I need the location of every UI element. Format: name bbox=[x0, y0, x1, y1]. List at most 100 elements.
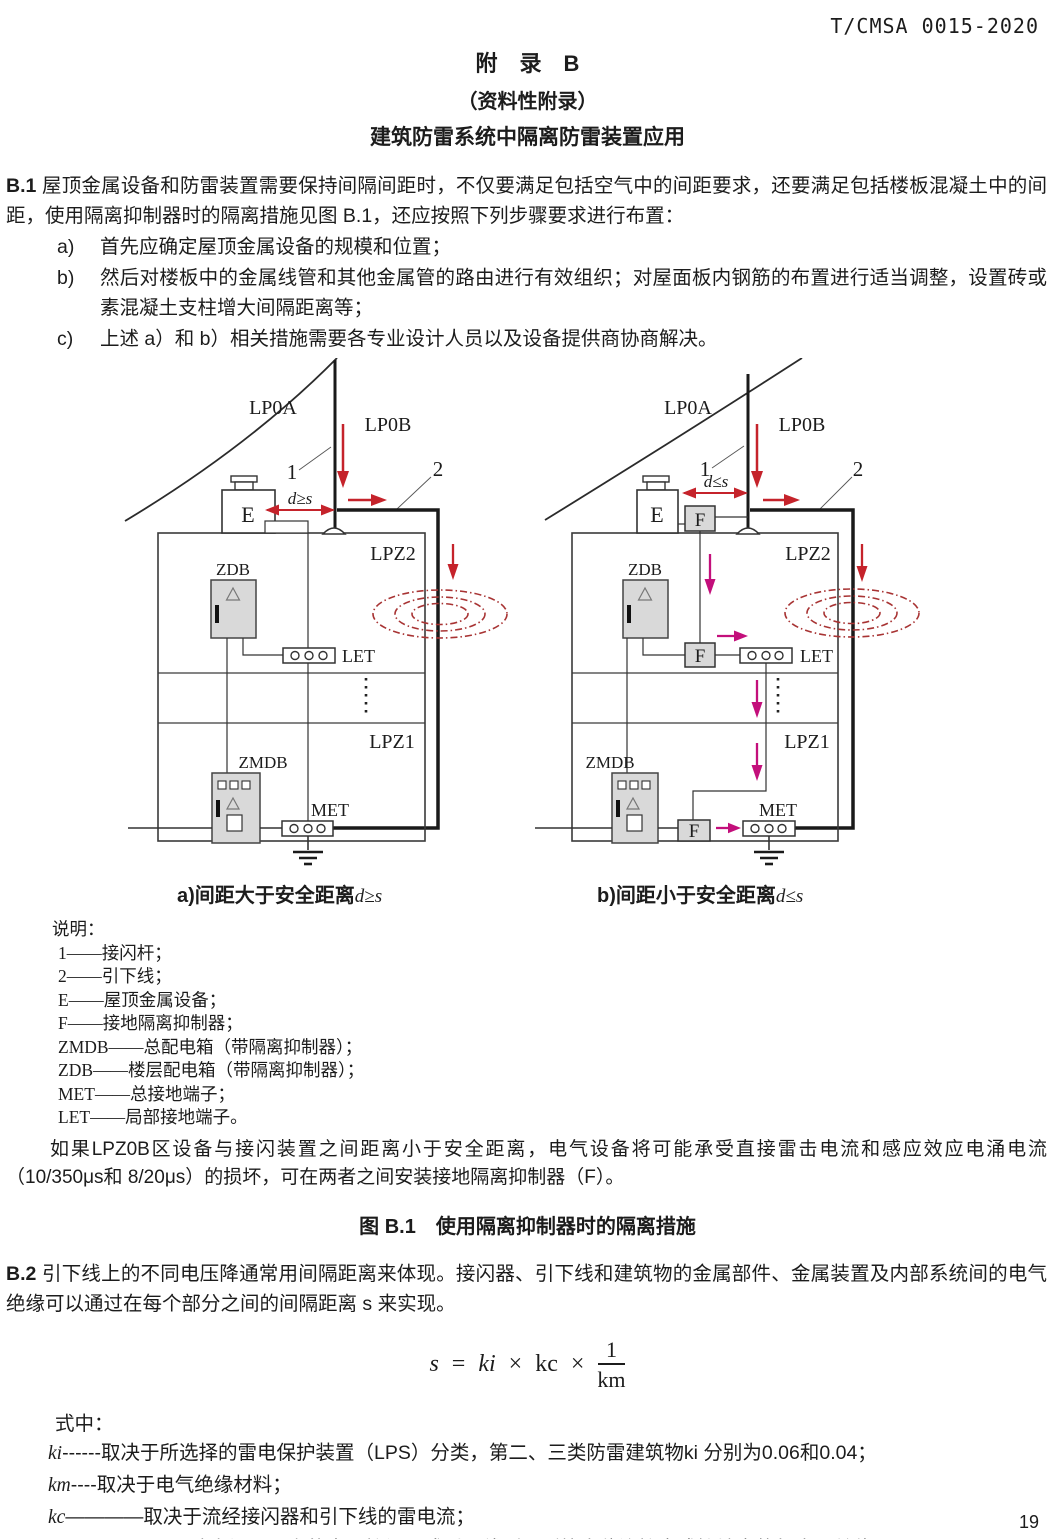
down-conductor bbox=[333, 508, 440, 830]
label-lp0a: LP0A bbox=[249, 397, 297, 419]
legend-item: 1——接闪杆； bbox=[58, 942, 172, 963]
step-c-text: 上述 a）和 b）相关措施需要各专业设计人员以及设备提供商协商解决。 bbox=[100, 328, 718, 350]
let-terminal bbox=[739, 647, 793, 664]
where-dashes: ---- bbox=[70, 1473, 97, 1496]
legend-item: LET——局部接地端子。 bbox=[58, 1107, 248, 1127]
met-terminal bbox=[742, 820, 796, 837]
formula-equals: = bbox=[451, 1351, 466, 1377]
label-lp0b: LP0B bbox=[779, 414, 826, 436]
paragraph-b1: B.1 屋顶金属设备和防雷装置需要保持间隔间距时，不仅要满足包括空气中的间距要求… bbox=[6, 171, 1047, 231]
f-suppressor-floor bbox=[684, 642, 716, 668]
where-text: 从选定间隔距离的点沿接闪器或引下线到最近等电位连接点或接地点的长度，单位：m。 bbox=[170, 1538, 927, 1539]
label-let: LET bbox=[800, 646, 833, 666]
formula-kc: kc bbox=[535, 1351, 558, 1377]
label-distance: d≥s bbox=[288, 489, 313, 508]
f-suppressor-roof bbox=[684, 505, 716, 532]
induced-field-ellipses bbox=[372, 589, 508, 639]
ground-symbol bbox=[293, 850, 323, 866]
where-dashes: ------ bbox=[62, 1441, 102, 1464]
legend-item: MET——总接地端子； bbox=[58, 1083, 235, 1104]
roof-equipment-e bbox=[636, 475, 679, 534]
where-var: km bbox=[48, 1474, 71, 1496]
label-ref1: 1 bbox=[287, 460, 298, 484]
caption-a-text: 间距大于安全距离 bbox=[194, 885, 355, 907]
legend-item: ZMDB——总配电箱（带隔离抑制器）； bbox=[58, 1036, 363, 1057]
legend-item: F——接地隔离抑制器； bbox=[58, 1013, 243, 1033]
doc-number: T/CMSA 0015-2020 bbox=[830, 14, 1039, 38]
appendix-title: 附 录 B bbox=[475, 51, 580, 76]
step-c: c) 上述 a）和 b）相关措施需要各专业设计人员以及设备提供商协商解决。 bbox=[0, 324, 1047, 354]
lpz-boundary-curve bbox=[124, 358, 338, 522]
f-suppressor-ground bbox=[677, 819, 711, 842]
leader-line-1 bbox=[298, 446, 332, 471]
b1-text: 屋顶金属设备和防雷装置需要保持间隔间距时，不仅要满足包括空气中的间距要求，还要满… bbox=[6, 175, 1047, 227]
label-lp0a: LP0A bbox=[664, 397, 712, 419]
legend-item: 2——引下线； bbox=[58, 966, 172, 986]
caption-b-math: d≤s bbox=[775, 886, 804, 907]
legend: 说明： 1——接闪杆； 2——引下线； E——屋顶金属设备； F——接地隔离抑制… bbox=[52, 918, 1055, 1130]
lightning-current-arrows bbox=[265, 424, 459, 580]
caption-b-text: 间距小于安全距离 bbox=[615, 885, 776, 907]
where-text: 取决于所选择的雷电保护装置（LPS）分类，第二、三类防雷建筑物ki 分别为0.0… bbox=[101, 1441, 877, 1464]
step-a-label: a) bbox=[57, 236, 75, 258]
figure-note: 如果LPZ0B区设备与接闪装置之间距离小于安全距离，电气设备将可能承受直接雷击电… bbox=[6, 1138, 1047, 1188]
label-lpz2: LPZ2 bbox=[785, 543, 831, 565]
diagram-a-caption: a)间距大于安全距离d≥s bbox=[177, 879, 382, 908]
down-conductor bbox=[750, 508, 855, 830]
where-dashes: ———— bbox=[65, 1505, 144, 1528]
formula-ki: ki bbox=[478, 1351, 496, 1377]
where-dashes: —————— bbox=[53, 1538, 170, 1539]
label-zmdb: ZMDB bbox=[585, 753, 634, 772]
warning-triangle-icon bbox=[637, 586, 653, 601]
page-number: 19 bbox=[1018, 1512, 1039, 1532]
appendix-heading: 建筑防雷系统中隔离防雷装置应用 bbox=[370, 126, 685, 149]
formula-separation-distance: s = ki × kc × 1 km bbox=[0, 1331, 1055, 1399]
leader-line-1 bbox=[711, 445, 745, 469]
met-terminal bbox=[281, 820, 334, 837]
step-b-text: 然后对楼板中的金属线管和其他金属管的路由进行有效组织；对屋面板内钢筋的布置进行适… bbox=[100, 267, 1047, 319]
label-e: E bbox=[241, 502, 254, 527]
label-lpz1: LPZ1 bbox=[369, 731, 415, 753]
label-f-roof: F bbox=[695, 510, 706, 531]
label-f-floor: F bbox=[695, 646, 706, 667]
step-a: a) 首先应确定屋顶金属设备的规模和位置； bbox=[0, 232, 1047, 262]
let-to-f-line bbox=[692, 663, 767, 820]
step-b-label: b) bbox=[57, 267, 75, 289]
formula-s: s bbox=[429, 1351, 439, 1377]
label-lpz2: LPZ2 bbox=[370, 543, 416, 565]
suppressed-current-arrows bbox=[704, 554, 763, 834]
zdb-handle bbox=[627, 605, 631, 623]
formula-numerator: 1 bbox=[597, 1337, 625, 1365]
where-item-l: l——————从选定间隔距离的点沿接闪器或引下线到最近等电位连接点或接地点的长度… bbox=[48, 1535, 1047, 1539]
where-text: 取决于流经接闪器和引下线的雷电流； bbox=[143, 1505, 475, 1528]
caption-a-math: d≥s bbox=[354, 886, 383, 907]
zmdb-box bbox=[211, 772, 261, 844]
diagram-a: LP0A LP0B 1 2 d≥s E LPZ2 ZDB LET LPZ1 ZM… bbox=[124, 358, 508, 866]
where-item-ki: ki------取决于所选择的雷电保护装置（LPS）分类，第二、三类防雷建筑物k… bbox=[48, 1439, 1047, 1468]
roof-insulator bbox=[321, 527, 347, 535]
caption-b-prefix: b) bbox=[597, 885, 616, 907]
figure-caption: 图 B.1 使用隔离抑制器时的隔离措施 bbox=[359, 1215, 696, 1238]
label-ref2: 2 bbox=[433, 457, 444, 481]
building-outline bbox=[157, 532, 426, 842]
zmdb-handle bbox=[216, 800, 220, 817]
label-distance: d≤s bbox=[704, 472, 729, 491]
label-lpz1: LPZ1 bbox=[784, 731, 830, 753]
zdb-box bbox=[210, 579, 257, 639]
step-c-label: c) bbox=[57, 328, 74, 350]
formula-denominator: km bbox=[597, 1367, 626, 1392]
zmdb-box bbox=[611, 772, 659, 844]
roof-equipment-e bbox=[221, 475, 309, 534]
warning-triangle-icon bbox=[225, 796, 241, 810]
leader-line-2 bbox=[396, 476, 432, 510]
figure-b1: LP0A LP0B 1 2 d≥s E LPZ2 ZDB LET LPZ1 ZM… bbox=[0, 358, 1055, 916]
step-a-text: 首先应确定屋顶金属设备的规模和位置； bbox=[100, 236, 452, 258]
formula-fraction: 1 km bbox=[597, 1337, 625, 1393]
label-ref1: 1 bbox=[700, 457, 711, 481]
label-met: MET bbox=[759, 800, 797, 820]
b2-text: 引下线上的不同电压降通常用间隔距离来体现。接闪器、引下线和建筑物的金属部件、金属… bbox=[6, 1262, 1047, 1315]
caption-a-prefix: a) bbox=[177, 885, 195, 907]
legend-item: ZDB——楼层配电箱（带隔离抑制器）； bbox=[58, 1060, 365, 1080]
where-text: 取决于电气绝缘材料； bbox=[96, 1473, 292, 1496]
